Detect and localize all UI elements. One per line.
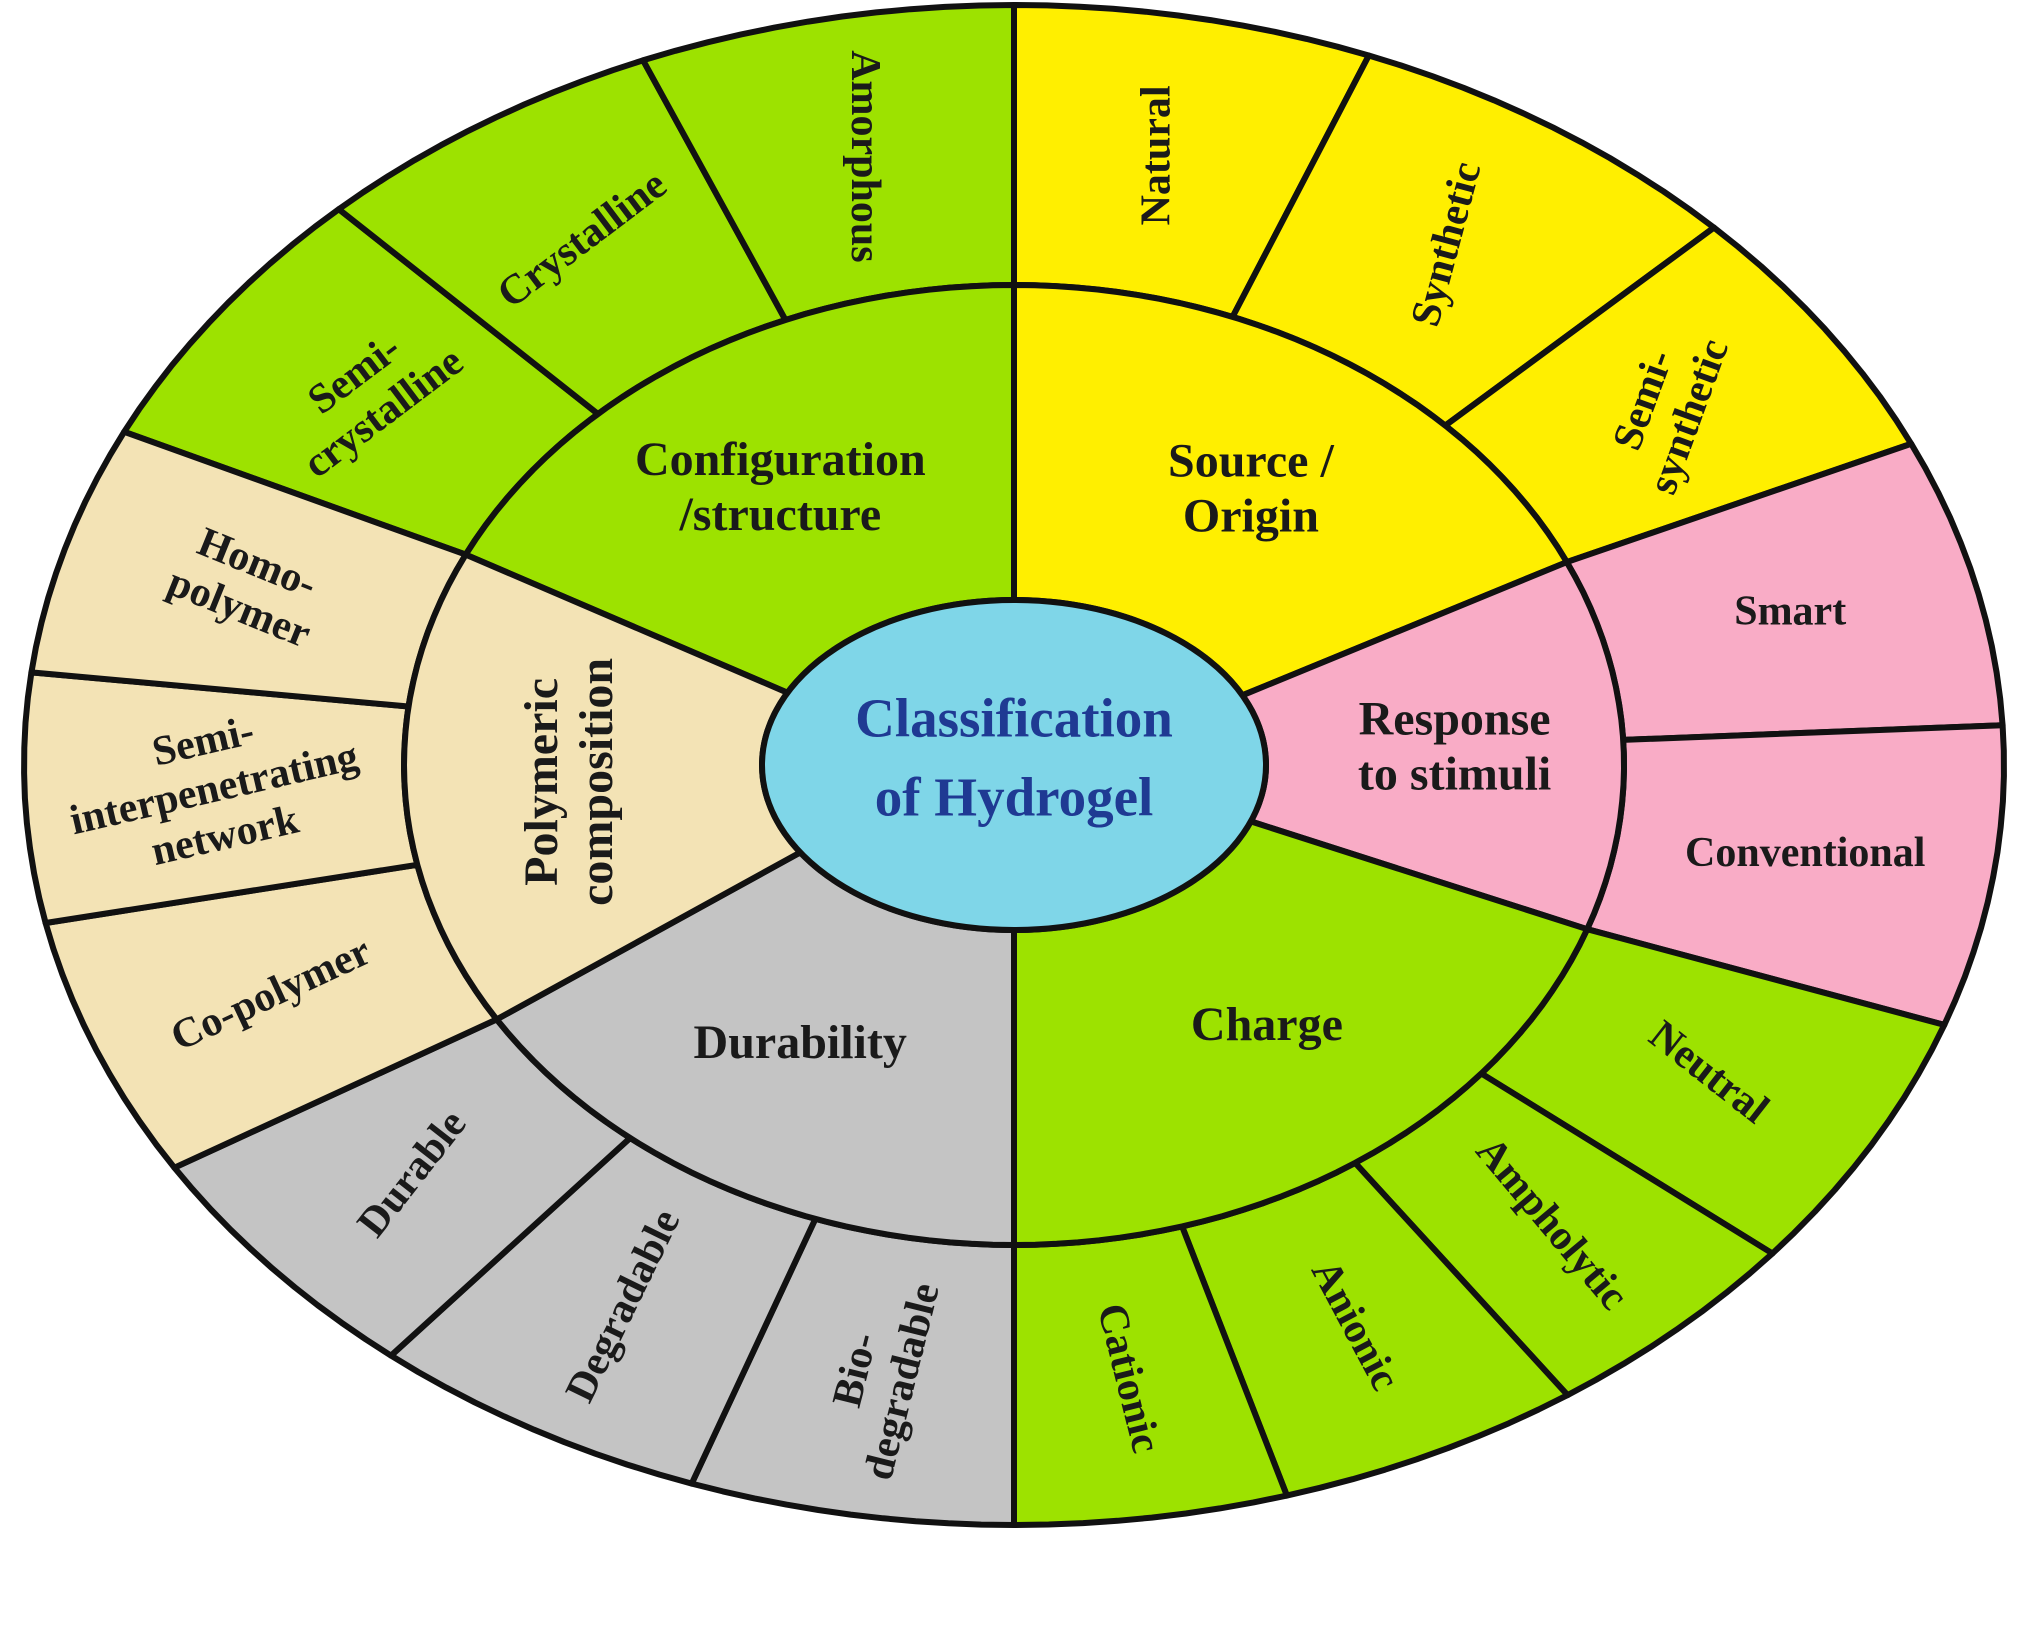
category-label-config-line: Configuration <box>635 433 926 486</box>
item-label-response-0: Smart <box>1734 589 1846 635</box>
center-ellipse <box>759 597 1269 933</box>
category-label-charge: Charge <box>1191 998 1343 1051</box>
category-label-source: Source /Origin <box>1168 434 1334 542</box>
item-label-response-1-line: Conventional <box>1685 830 1925 876</box>
item-label-response-1: Conventional <box>1685 830 1925 876</box>
inner-ring <box>401 282 1627 1248</box>
category-label-response-line: to stimuli <box>1358 748 1551 801</box>
category-label-durability-line: Durability <box>694 1016 907 1069</box>
center-title-line-2: of Hydrogel <box>875 767 1154 828</box>
category-label-source-line: Source / <box>1168 434 1334 487</box>
item-label-config-2: Amorphous <box>842 50 888 262</box>
category-label-charge-line: Charge <box>1191 998 1343 1051</box>
category-label-config: Configuration/structure <box>635 433 926 541</box>
category-label-polymeric-line: composition <box>570 658 623 906</box>
category-label-polymeric-line: Polymeric <box>515 678 568 886</box>
center-title-line-1: Classification <box>855 688 1173 749</box>
item-label-source-0-line: Natural <box>1133 85 1179 225</box>
category-label-response-line: Response <box>1359 692 1551 745</box>
category-label-config-line: /structure <box>678 488 881 541</box>
item-label-response-0-line: Smart <box>1734 589 1846 635</box>
center-ellipse-group: Classification of Hydrogel <box>759 597 1269 933</box>
category-label-source-line: Origin <box>1183 490 1319 543</box>
item-label-source-0: Natural <box>1133 85 1179 225</box>
item-label-config-2-line: Amorphous <box>842 50 888 262</box>
category-label-durability: Durability <box>694 1016 907 1069</box>
